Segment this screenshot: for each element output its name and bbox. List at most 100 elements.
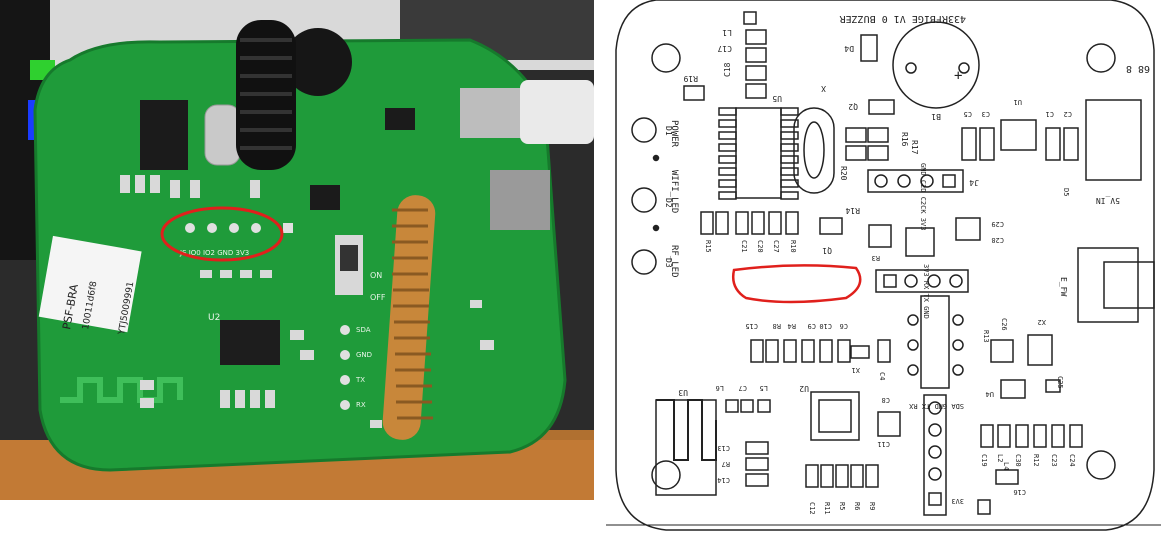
pads-right-lower [980, 334, 1083, 485]
label-l1: L1 [722, 28, 732, 37]
label-c23: C23 [1050, 454, 1058, 467]
schematic-highlight-blob [732, 264, 862, 304]
pcb-header-j5 [185, 223, 293, 233]
label-5v-in: 5V_IN [1096, 196, 1120, 205]
pcb-pin-rx: RX [356, 401, 366, 409]
transistor-q2 [868, 99, 895, 115]
mount-hole-tr [1086, 43, 1116, 73]
label-l6: L6 [716, 384, 724, 392]
switch-outline [920, 295, 950, 389]
label-x2: X2 [1038, 318, 1046, 326]
pad-c7 [740, 399, 754, 413]
led-d2-dot [652, 224, 660, 232]
label-crystal: X [821, 84, 826, 93]
pcb-u2-label: U2 [208, 313, 220, 323]
pad-c3 [979, 127, 995, 161]
pad-c19b [745, 83, 767, 99]
label-c14: C14 [717, 476, 730, 484]
label-e-fw: E_FW [1059, 277, 1068, 296]
label-c5: C5 [964, 110, 972, 118]
mount-hole-tl [651, 43, 681, 73]
diode-d4 [860, 34, 878, 62]
board-outline [615, 0, 1155, 531]
j4-pin-4 [942, 174, 956, 188]
pcb-ic-u5 [140, 100, 188, 170]
led-d3 [631, 249, 657, 275]
pcb-switch-off: OFF [370, 293, 386, 302]
header-j2 [923, 394, 947, 516]
switch-pin-2 [907, 339, 919, 351]
pad-r7 [745, 457, 769, 471]
header-j3 [875, 269, 969, 293]
buzzer-pin-2 [958, 62, 970, 74]
connector-e-fw-inner [1103, 261, 1155, 309]
label-r9: R9 [868, 502, 876, 510]
pcb-pin-tx: TX [355, 376, 365, 384]
photo-highlight-ellipse [160, 206, 284, 262]
switch-pin-3 [907, 364, 919, 376]
pad-c13 [745, 441, 769, 455]
label-l4: L4 [1002, 462, 1010, 470]
pcb-photo: PSF-BRA 10011d6f8 YTJ5009991 U2 JS IO0 I… [0, 0, 594, 500]
pcb-pin-gnd: GND [356, 351, 372, 359]
pad-top-1 [743, 11, 757, 25]
j3-pin-2 [904, 274, 918, 288]
crystal-inner [803, 121, 825, 179]
buzzer-pin-1 [905, 62, 917, 74]
ic-u5-pins [718, 107, 799, 200]
pad-r3-group [868, 224, 892, 248]
label-c3: C3 [982, 110, 990, 118]
pad-c8-c11 [877, 411, 901, 437]
label-c6: C6 [840, 322, 848, 330]
label-c10: C10 [819, 322, 832, 330]
j4-pin-1 [874, 174, 888, 188]
label-c27: C27 [772, 240, 780, 253]
pad-c29-c28 [955, 217, 981, 241]
j2-pin-tx [928, 445, 942, 459]
label-j3-pins: 3V3 RX TX GND [922, 264, 930, 319]
j2-pin-rx [928, 467, 942, 481]
label-c25: C25 [1056, 376, 1064, 389]
switch-pin-4 [952, 314, 964, 326]
label-c4: C4 [878, 372, 886, 380]
label-j4-pins: GND C2D C2CK 3V3 [919, 163, 927, 230]
label-rf-led: RF_LED [669, 245, 679, 278]
mount-hole-br [1086, 450, 1116, 480]
label-corner: 68 8 [1126, 63, 1150, 74]
pcb-spring-antenna [382, 195, 436, 440]
led-d2 [631, 187, 657, 213]
label-d3: D3 [664, 258, 673, 268]
pad-c5 [961, 127, 977, 161]
pcb-buzzer [284, 28, 352, 96]
switch-pin-5 [952, 339, 964, 351]
pad-l5 [757, 399, 771, 413]
label-3v3: 3V3 [951, 497, 964, 505]
pcb-pin-sda: SDA [356, 326, 371, 334]
label-d1: D1 [664, 126, 673, 136]
pads-row-r15-r10 [700, 211, 799, 235]
label-r13: R13 [982, 330, 990, 343]
pcb-regulator [385, 108, 415, 130]
pads-c15-c6 [750, 339, 851, 363]
label-r6: R6 [853, 502, 861, 510]
j3-pin-1 [883, 274, 897, 288]
label-r19: R19 [683, 74, 698, 83]
pad-c17 [745, 47, 767, 63]
pad-c1 [1045, 127, 1061, 161]
pcb-smd-components [120, 175, 494, 428]
j2-pin-3v3 [928, 492, 942, 506]
label-c1: C1 [1046, 110, 1054, 118]
label-r3: R3 [872, 254, 880, 262]
crystal-outline [793, 107, 835, 194]
buzzer-b1-outline [892, 21, 980, 109]
label-c9: C9 [808, 322, 816, 330]
pcb-small-ic [310, 185, 340, 210]
label-r8: R8 [773, 322, 781, 330]
switch-pin-6 [952, 364, 964, 376]
u3-antenna-area [655, 399, 717, 496]
label-c26: C26 [1000, 318, 1008, 331]
pcb-silkscreen-drawing: 433RFBIGE V1 0 BUZZER + B1 D4 L1 C17 C18… [606, 0, 1161, 531]
label-r20: R20 [839, 166, 848, 181]
label-c20: C20 [756, 240, 764, 253]
label-l5: L5 [760, 384, 768, 392]
